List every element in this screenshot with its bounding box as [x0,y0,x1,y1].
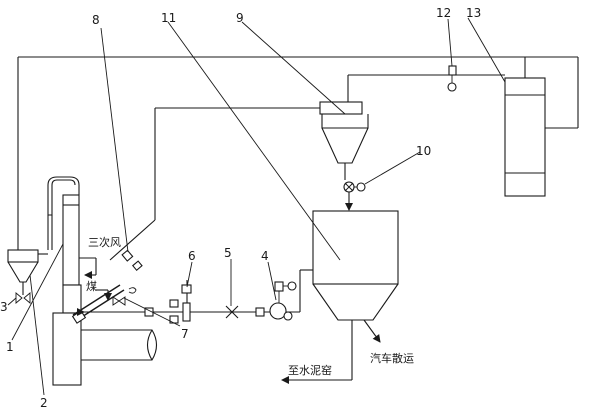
callout-4: 4 [261,249,269,263]
callout-3: 3 [0,300,8,314]
tertiary-air-duct [79,257,97,279]
callout-13: 13 [466,6,481,20]
coal-feed [96,289,112,301]
callout-numbers: 8 11 9 12 13 10 6 5 4 7 3 1 2 [0,6,481,410]
label-truck-transport: 汽车散运 [370,351,414,365]
storage-silo-11 [281,210,399,384]
gas-duct [109,107,320,261]
callout-11: 11 [161,11,176,25]
orifice-5 [225,305,239,319]
process-labels: 三次风 煤 汽车散运 至水泥窑 [86,235,414,377]
fan-12 [347,65,505,102]
top-header-pipe [17,56,579,250]
label-to-cement-kiln: 至水泥窑 [288,363,332,377]
callout-10: 10 [416,144,431,158]
callout-5: 5 [224,246,232,260]
preheater-calciner-1 [47,176,82,386]
callout-8: 8 [92,13,100,27]
small-cyclone-3 [7,249,48,304]
callout-12: 12 [436,6,451,20]
rotary-kiln-2 [81,329,158,361]
callout-7: 7 [181,327,189,341]
callout-1: 1 [6,340,14,354]
cyclone-separator-9 [319,101,369,180]
callout-2: 2 [40,396,48,410]
blower-4 [255,281,297,321]
flow-meter-6 [144,280,192,324]
bag-filter-13 [504,57,546,197]
label-tertiary-air: 三次风 [88,235,121,249]
valve-8 [112,249,143,306]
callout-9: 9 [236,11,244,25]
leader-lines [7,17,506,396]
rotary-valve-10 [343,181,366,211]
callout-6: 6 [188,249,196,263]
label-coal: 煤 [86,280,97,293]
